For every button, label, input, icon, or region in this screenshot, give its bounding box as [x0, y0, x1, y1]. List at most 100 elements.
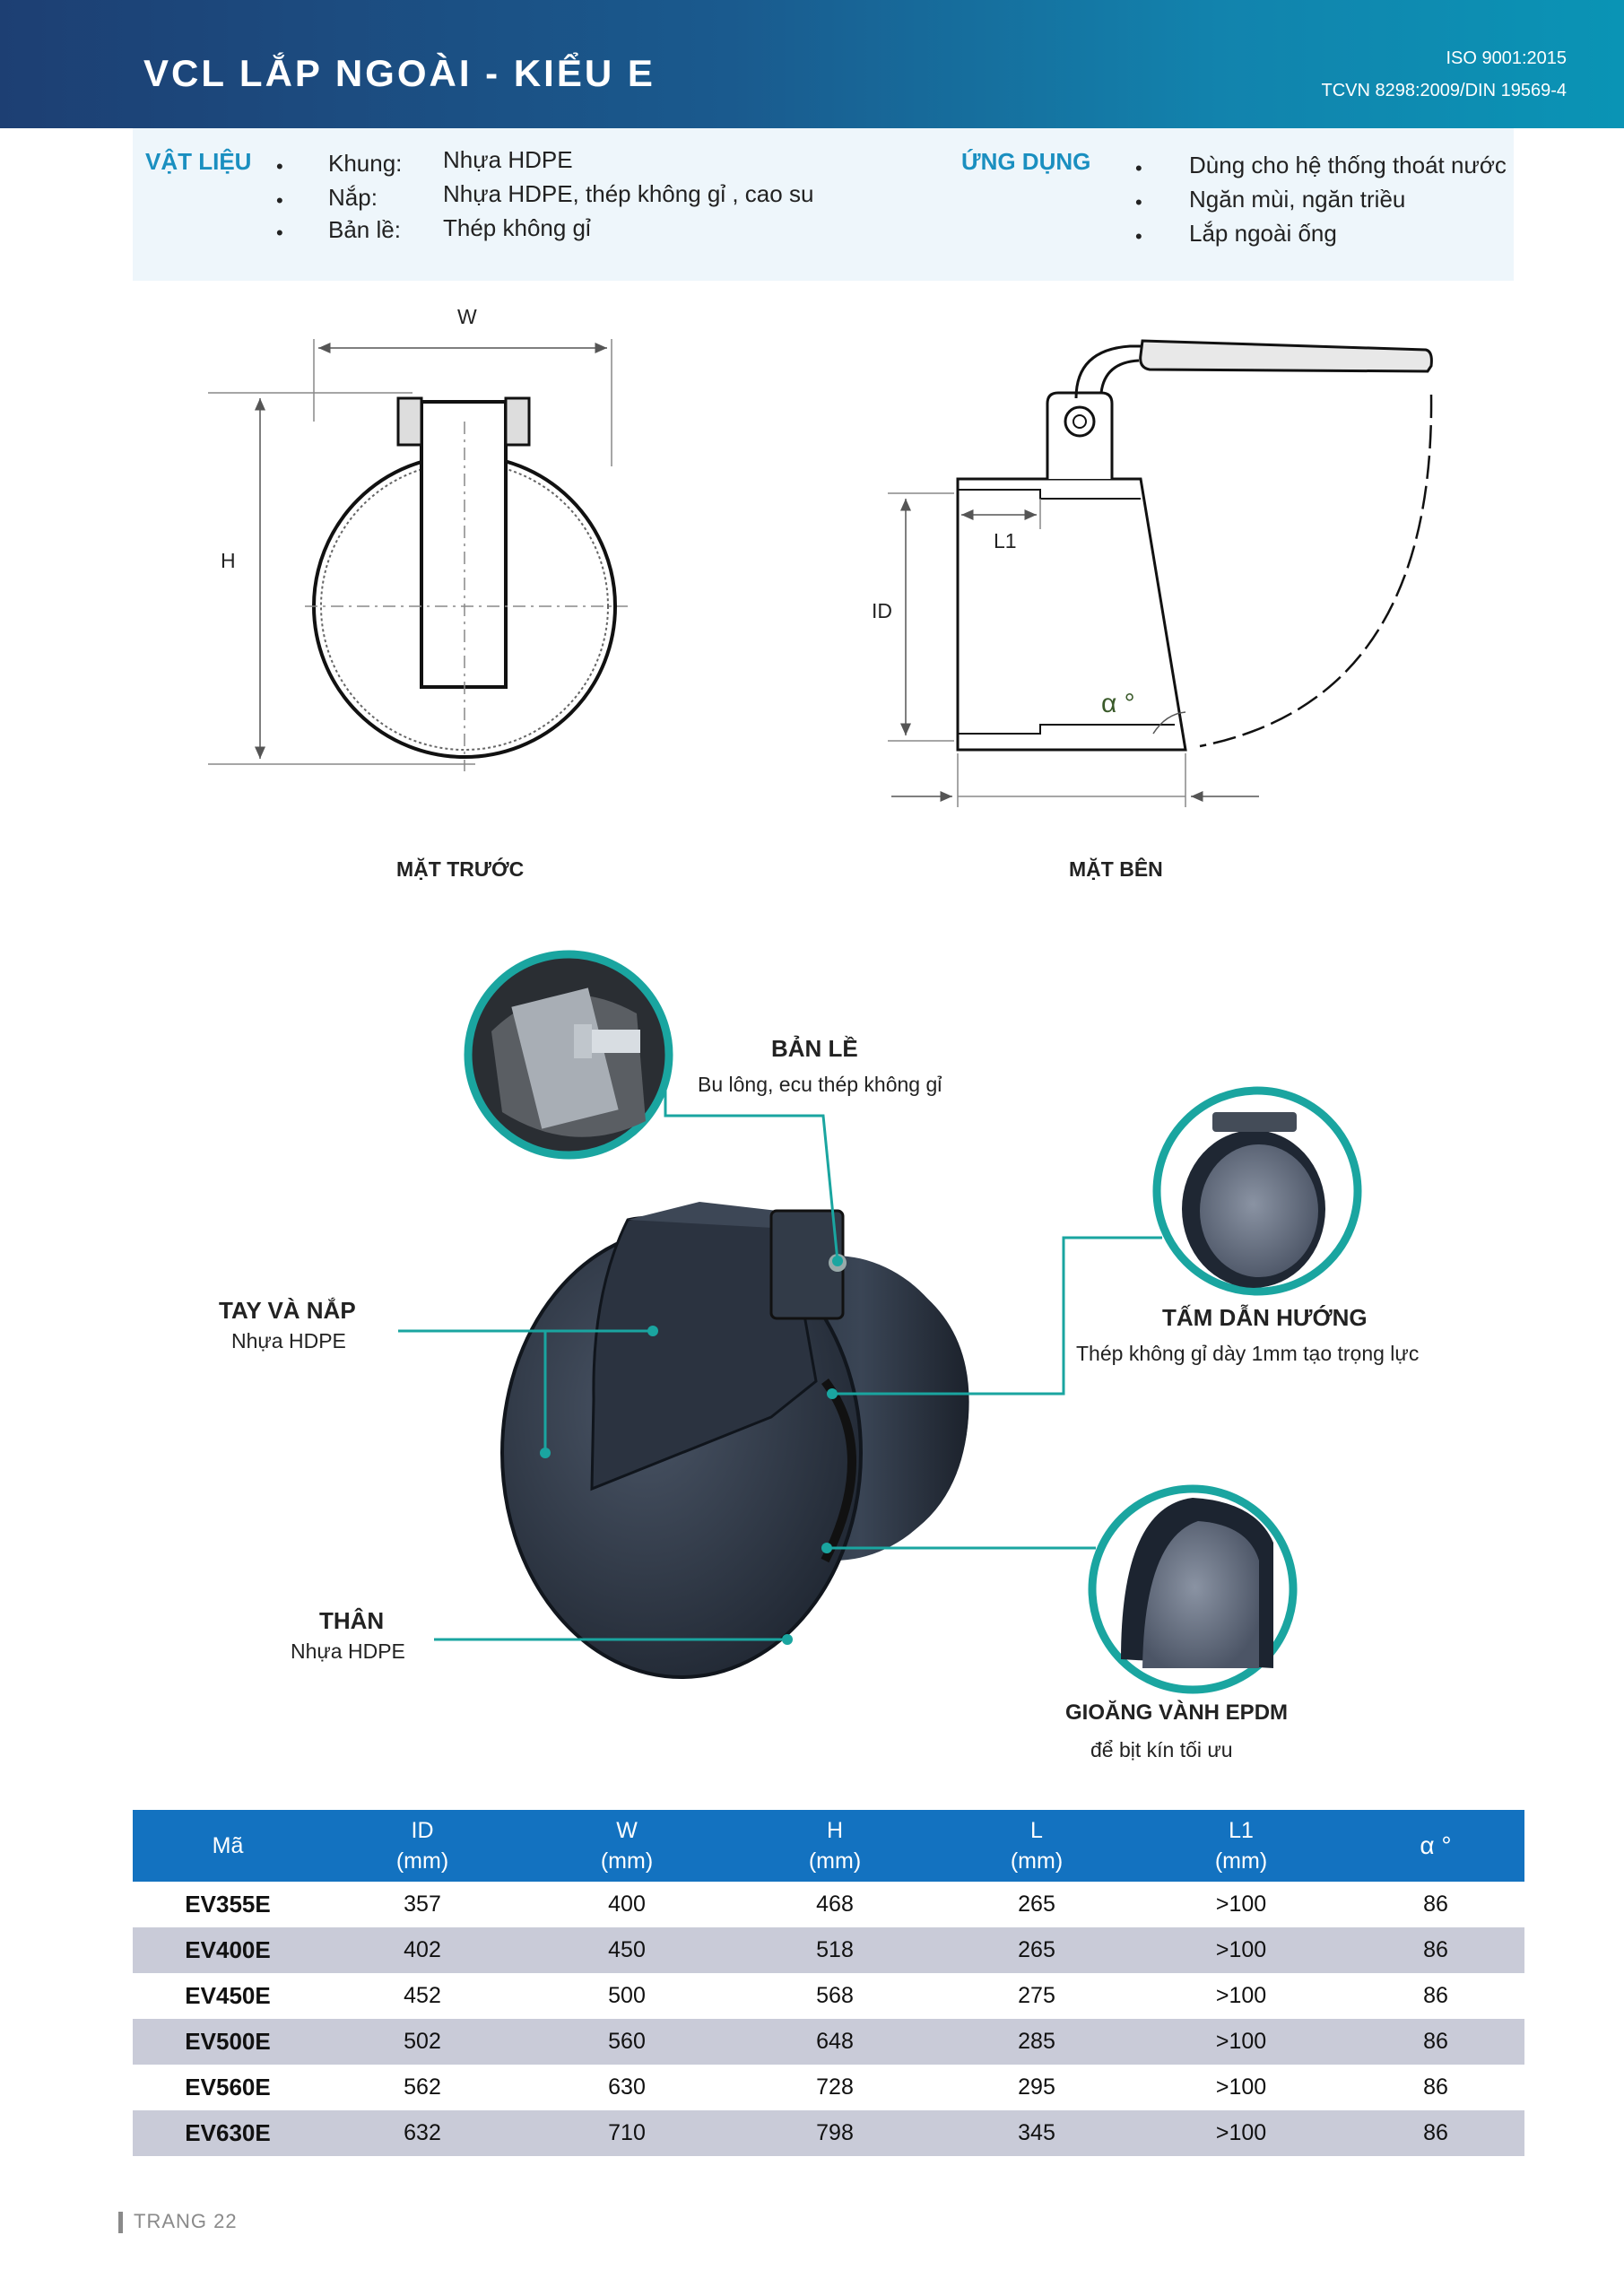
material-value: Thép không gỉ: [443, 214, 591, 241]
front-view-label: MẶT TRƯỚC: [396, 857, 525, 881]
table-cell: 86: [1347, 2110, 1524, 2156]
gasket-desc: để bịt kín tối ưu: [1090, 1738, 1233, 1761]
dim-id-label: ID: [872, 599, 892, 622]
table-cell: >100: [1215, 2074, 1267, 2100]
table-cell: 518: [732, 1927, 938, 1973]
table-cell: 560: [522, 2019, 732, 2065]
materials-heading: VẬT LIỆU: [145, 148, 252, 175]
table-cell: 86: [1347, 1927, 1524, 1973]
side-view-label: MẶT BÊN: [1069, 857, 1163, 881]
dim-alpha-label: α °: [1101, 689, 1135, 718]
table-cell: 562: [404, 2074, 441, 2100]
table-row: EV355E 357 400 468 265 >100 86: [133, 1882, 1524, 1927]
table-cell: 86: [1347, 2019, 1524, 2065]
table-cell: >100: [1135, 2019, 1347, 2065]
table-cell: 400: [608, 1892, 646, 1917]
side-view-drawing: [888, 339, 1433, 807]
table-header-cell: ID(mm): [323, 1810, 522, 1882]
product-graphic: [398, 950, 1362, 1694]
table-cell: >100: [1135, 1927, 1347, 1973]
material-label: Nắp:: [328, 184, 378, 211]
table-cell: EV630E: [133, 2110, 323, 2156]
table-cell: 265: [938, 1927, 1135, 1973]
table-cell: 275: [1018, 1983, 1055, 2008]
table-cell: 500: [608, 1983, 646, 2008]
table-row: EV500E 502 560 648 285 >100 86: [133, 2019, 1524, 2065]
bullet: •: [276, 189, 283, 212]
page-header: VCL LẮP NGOÀI - KIỂU E ISO 9001:2015 TCV…: [0, 0, 1624, 128]
info-box: VẬT LIỆU • Khung: Nhựa HDPE • Nắp: Nhựa …: [133, 128, 1514, 281]
table-cell: 450: [522, 1927, 732, 1973]
hinge-desc: Bu lông, ecu thép không gỉ: [698, 1073, 942, 1096]
check-valve-product: [500, 1202, 969, 1679]
application-item: Ngăn mùi, ngăn triều: [1189, 186, 1406, 213]
specification-table: Mã ID(mm) W(mm) H(mm) L(mm) L1(mm) α ° E…: [133, 1810, 1524, 2156]
applications-heading: ỨNG DỤNG: [961, 148, 1091, 175]
body-title: THÂN: [319, 1607, 385, 1634]
table-cell: 568: [816, 1983, 854, 2008]
table-cell: 265: [1018, 1892, 1055, 1917]
guide-plate-desc: Thép không gỉ dày 1mm tạo trọng lực: [1076, 1342, 1420, 1365]
page-number: TRANG 22: [134, 2210, 238, 2232]
table-cell: 402: [323, 1927, 522, 1973]
drawing-lines: [208, 339, 1433, 807]
table-cell: >100: [1215, 1983, 1267, 2008]
table-header-cell: H(mm): [732, 1810, 938, 1882]
hinge-detail-image: [464, 950, 673, 1160]
callout-dots: [540, 1256, 843, 1645]
body-desc: Nhựa HDPE: [291, 1639, 405, 1663]
table-cell: 285: [938, 2019, 1135, 2065]
table-cell: 86: [1423, 1892, 1448, 1917]
dim-h-label: H: [221, 549, 236, 572]
guide-plate-title: TẤM DẪN HƯỚNG: [1162, 1304, 1368, 1331]
table-cell: EV400E: [133, 1927, 323, 1973]
footer-bar: [118, 2212, 123, 2234]
bullet: •: [1135, 157, 1142, 179]
bullet: •: [1135, 225, 1142, 248]
arm-cover-desc: Nhựa HDPE: [231, 1329, 346, 1352]
application-item: Dùng cho hệ thống thoát nước: [1189, 152, 1507, 178]
table-header-cell: W(mm): [522, 1810, 732, 1882]
tcvn-standard: TCVN 8298:2009/DIN 19569-4: [1321, 81, 1568, 100]
material-label: Bản lề:: [328, 216, 401, 243]
table-cell: EV450E: [185, 1982, 271, 2009]
table-cell: >100: [1215, 1892, 1267, 1917]
table-cell: >100: [1135, 2110, 1347, 2156]
material-value: Nhựa HDPE, thép không gỉ , cao su: [443, 180, 814, 207]
table-row: EV560E 562 630 728 295 >100 86: [133, 2065, 1524, 2110]
bullet: •: [1135, 191, 1142, 213]
page-title: VCL LẮP NGOÀI - KIỂU E: [143, 52, 656, 94]
technical-drawings: W H ID L1 α ° MẶT TRƯỚC MẶT BÊN: [0, 287, 1624, 897]
product-illustration: BẢN LỀ Bu lông, ecu thép không gỉ TAY VÀ…: [0, 915, 1624, 1776]
table-cell: 295: [1018, 2074, 1055, 2100]
table-cell: 345: [938, 2110, 1135, 2156]
table-cell: 630: [608, 2074, 646, 2100]
table-row: EV400E 402 450 518 265 >100 86: [133, 1927, 1524, 1973]
table-cell: 798: [732, 2110, 938, 2156]
table-header-cell: α °: [1347, 1810, 1524, 1882]
table-cell: 86: [1423, 1983, 1448, 2008]
table-cell: 728: [816, 2074, 854, 2100]
table-cell: 357: [404, 1892, 441, 1917]
table-row: EV450E 452 500 568 275 >100 86: [133, 1973, 1524, 2019]
table-header-cell: Mã: [133, 1810, 323, 1882]
table-cell: 648: [732, 2019, 938, 2065]
table-cell: EV560E: [185, 2074, 271, 2100]
dim-l1-label: L1: [994, 529, 1017, 552]
table-cell: 632: [323, 2110, 522, 2156]
bullet: •: [276, 222, 283, 244]
hinge-title: BẢN LỀ: [771, 1035, 858, 1062]
material-label: Khung:: [328, 150, 403, 177]
gasket-title: GIOĂNG VÀNH EPDM: [1065, 1700, 1289, 1725]
table-header-cell: L1(mm): [1135, 1810, 1347, 1882]
table-cell: EV500E: [133, 2019, 323, 2065]
guide-plate-detail-image: [1152, 1086, 1362, 1296]
arm-cover-title: TAY VÀ NẮP: [219, 1297, 356, 1324]
application-item: Lắp ngoài ống: [1189, 220, 1337, 247]
gasket-detail-image: [1088, 1484, 1298, 1694]
front-view-drawing: [208, 339, 628, 771]
table-header-cell: L(mm): [938, 1810, 1135, 1882]
table-row: EV630E 632 710 798 345 >100 86: [133, 2110, 1524, 2156]
table-header-row: Mã ID(mm) W(mm) H(mm) L(mm) L1(mm) α °: [133, 1810, 1524, 1882]
dim-w-label: W: [457, 305, 477, 328]
